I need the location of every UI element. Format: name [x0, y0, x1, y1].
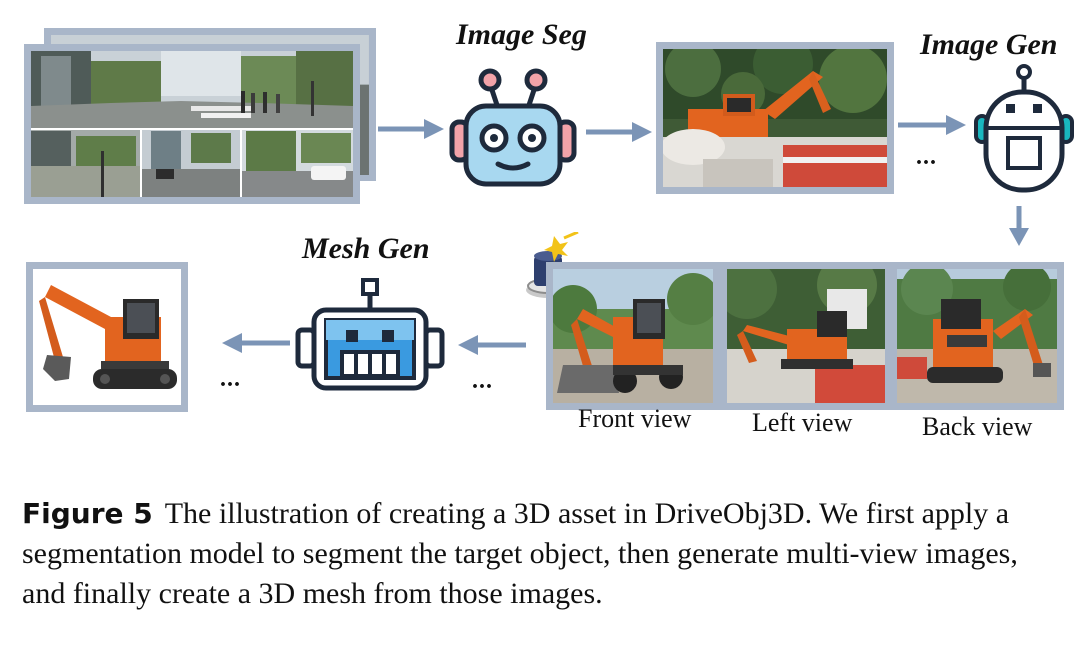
- segmented-scene-frame: [656, 42, 894, 194]
- figure-label: Figure 5: [22, 497, 153, 530]
- arrow-left-2: [218, 330, 290, 356]
- arrow-right-3: [898, 112, 968, 138]
- front-view-label: Front view: [578, 404, 691, 434]
- left-view-image: [727, 269, 885, 403]
- ellipsis-2: ...: [472, 368, 493, 395]
- mesh-gen-label: Mesh Gen: [302, 232, 430, 266]
- street-image-grid: [31, 51, 353, 197]
- excavator-mesh-image: [33, 269, 181, 405]
- ellipsis-1: ...: [916, 144, 937, 171]
- ellipsis-3: ...: [220, 366, 241, 393]
- caption-text: The illustration of creating a 3D asset …: [22, 497, 1018, 610]
- left-view-frame: [720, 262, 892, 410]
- arrow-down: [1006, 206, 1032, 248]
- arrow-right-1: [378, 116, 446, 142]
- back-view-image: [897, 269, 1057, 403]
- street-image-front-frame: [24, 44, 360, 204]
- front-view-image: [553, 269, 713, 403]
- arrow-right-2: [586, 119, 654, 145]
- mesh-output-frame: [26, 262, 188, 412]
- left-view-label: Left view: [752, 408, 852, 438]
- arrow-left-1: [454, 332, 526, 358]
- back-view-frame: [890, 262, 1064, 410]
- image-seg-label: Image Seg: [456, 18, 587, 52]
- segmented-scene-image: [663, 49, 887, 187]
- image-seg-robot-icon: [448, 66, 578, 188]
- image-gen-robot-icon: [974, 64, 1074, 194]
- mesh-gen-robot-icon: [294, 278, 446, 392]
- image-gen-label: Image Gen: [920, 28, 1058, 62]
- front-view-frame: [546, 262, 720, 410]
- back-view-label: Back view: [922, 412, 1032, 442]
